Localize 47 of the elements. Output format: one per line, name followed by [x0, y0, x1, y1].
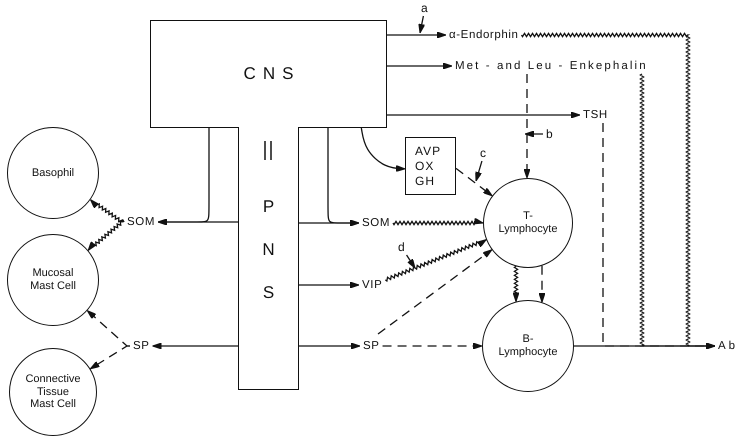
arrow [158, 218, 238, 226]
dashed-arrow [378, 249, 492, 335]
cell-circle: Basophil [7, 127, 99, 219]
signal-label: VIP [362, 278, 382, 292]
cell-circle: Mucosal Mast Cell [7, 234, 99, 326]
arrow [387, 112, 580, 118]
leader-line [475, 160, 483, 182]
wavy-arrow [392, 218, 484, 226]
cell-circle: T- Lymphocyte [483, 178, 573, 268]
dashed-arrow [456, 168, 493, 196]
pns-stem: PNS [238, 127, 299, 390]
dashed-arrow [90, 345, 130, 370]
arrow [299, 220, 360, 226]
hormone-box: AVP OX GH [405, 137, 456, 195]
leader-line [406, 254, 416, 268]
arrow [360, 128, 406, 172]
leader-line [524, 130, 543, 138]
wavy-arrow [512, 266, 520, 302]
wavy-arrow [521, 32, 716, 350]
cell-circle: B- Lymphocyte [482, 300, 574, 392]
arrow [387, 62, 452, 70]
signal-label: SP [363, 339, 380, 353]
dashed-arrow [382, 342, 482, 350]
dashed-arrow [86, 310, 130, 347]
arrow [299, 282, 360, 288]
callout-letter: c [480, 146, 486, 160]
signal-label: TSH [583, 108, 608, 122]
wavy-arrow [88, 219, 125, 251]
arrow [152, 342, 238, 350]
signal-label: α-Endorphin [449, 28, 519, 42]
arrow [387, 32, 446, 38]
antibody-label: Ab [718, 339, 738, 353]
signal-label: Met - and Leu - Enkephalin [455, 59, 648, 73]
signal-label: SOM [362, 216, 390, 230]
callout-letter: a [421, 1, 428, 15]
wavy-arrow [90, 199, 125, 223]
cns-box: CNS [150, 20, 387, 128]
cell-circle: Connective Tissue Mast Cell [9, 348, 97, 436]
callout-letter: d [398, 240, 405, 254]
signal-label: SOM [127, 215, 155, 229]
signal-label: SP [133, 339, 150, 353]
callout-letter: b [546, 127, 553, 141]
wavy-arrow [385, 239, 487, 282]
arrow [299, 342, 360, 350]
leader-line [418, 16, 426, 34]
dashed-arrow [538, 266, 546, 303]
dashed-arrow [524, 74, 530, 178]
